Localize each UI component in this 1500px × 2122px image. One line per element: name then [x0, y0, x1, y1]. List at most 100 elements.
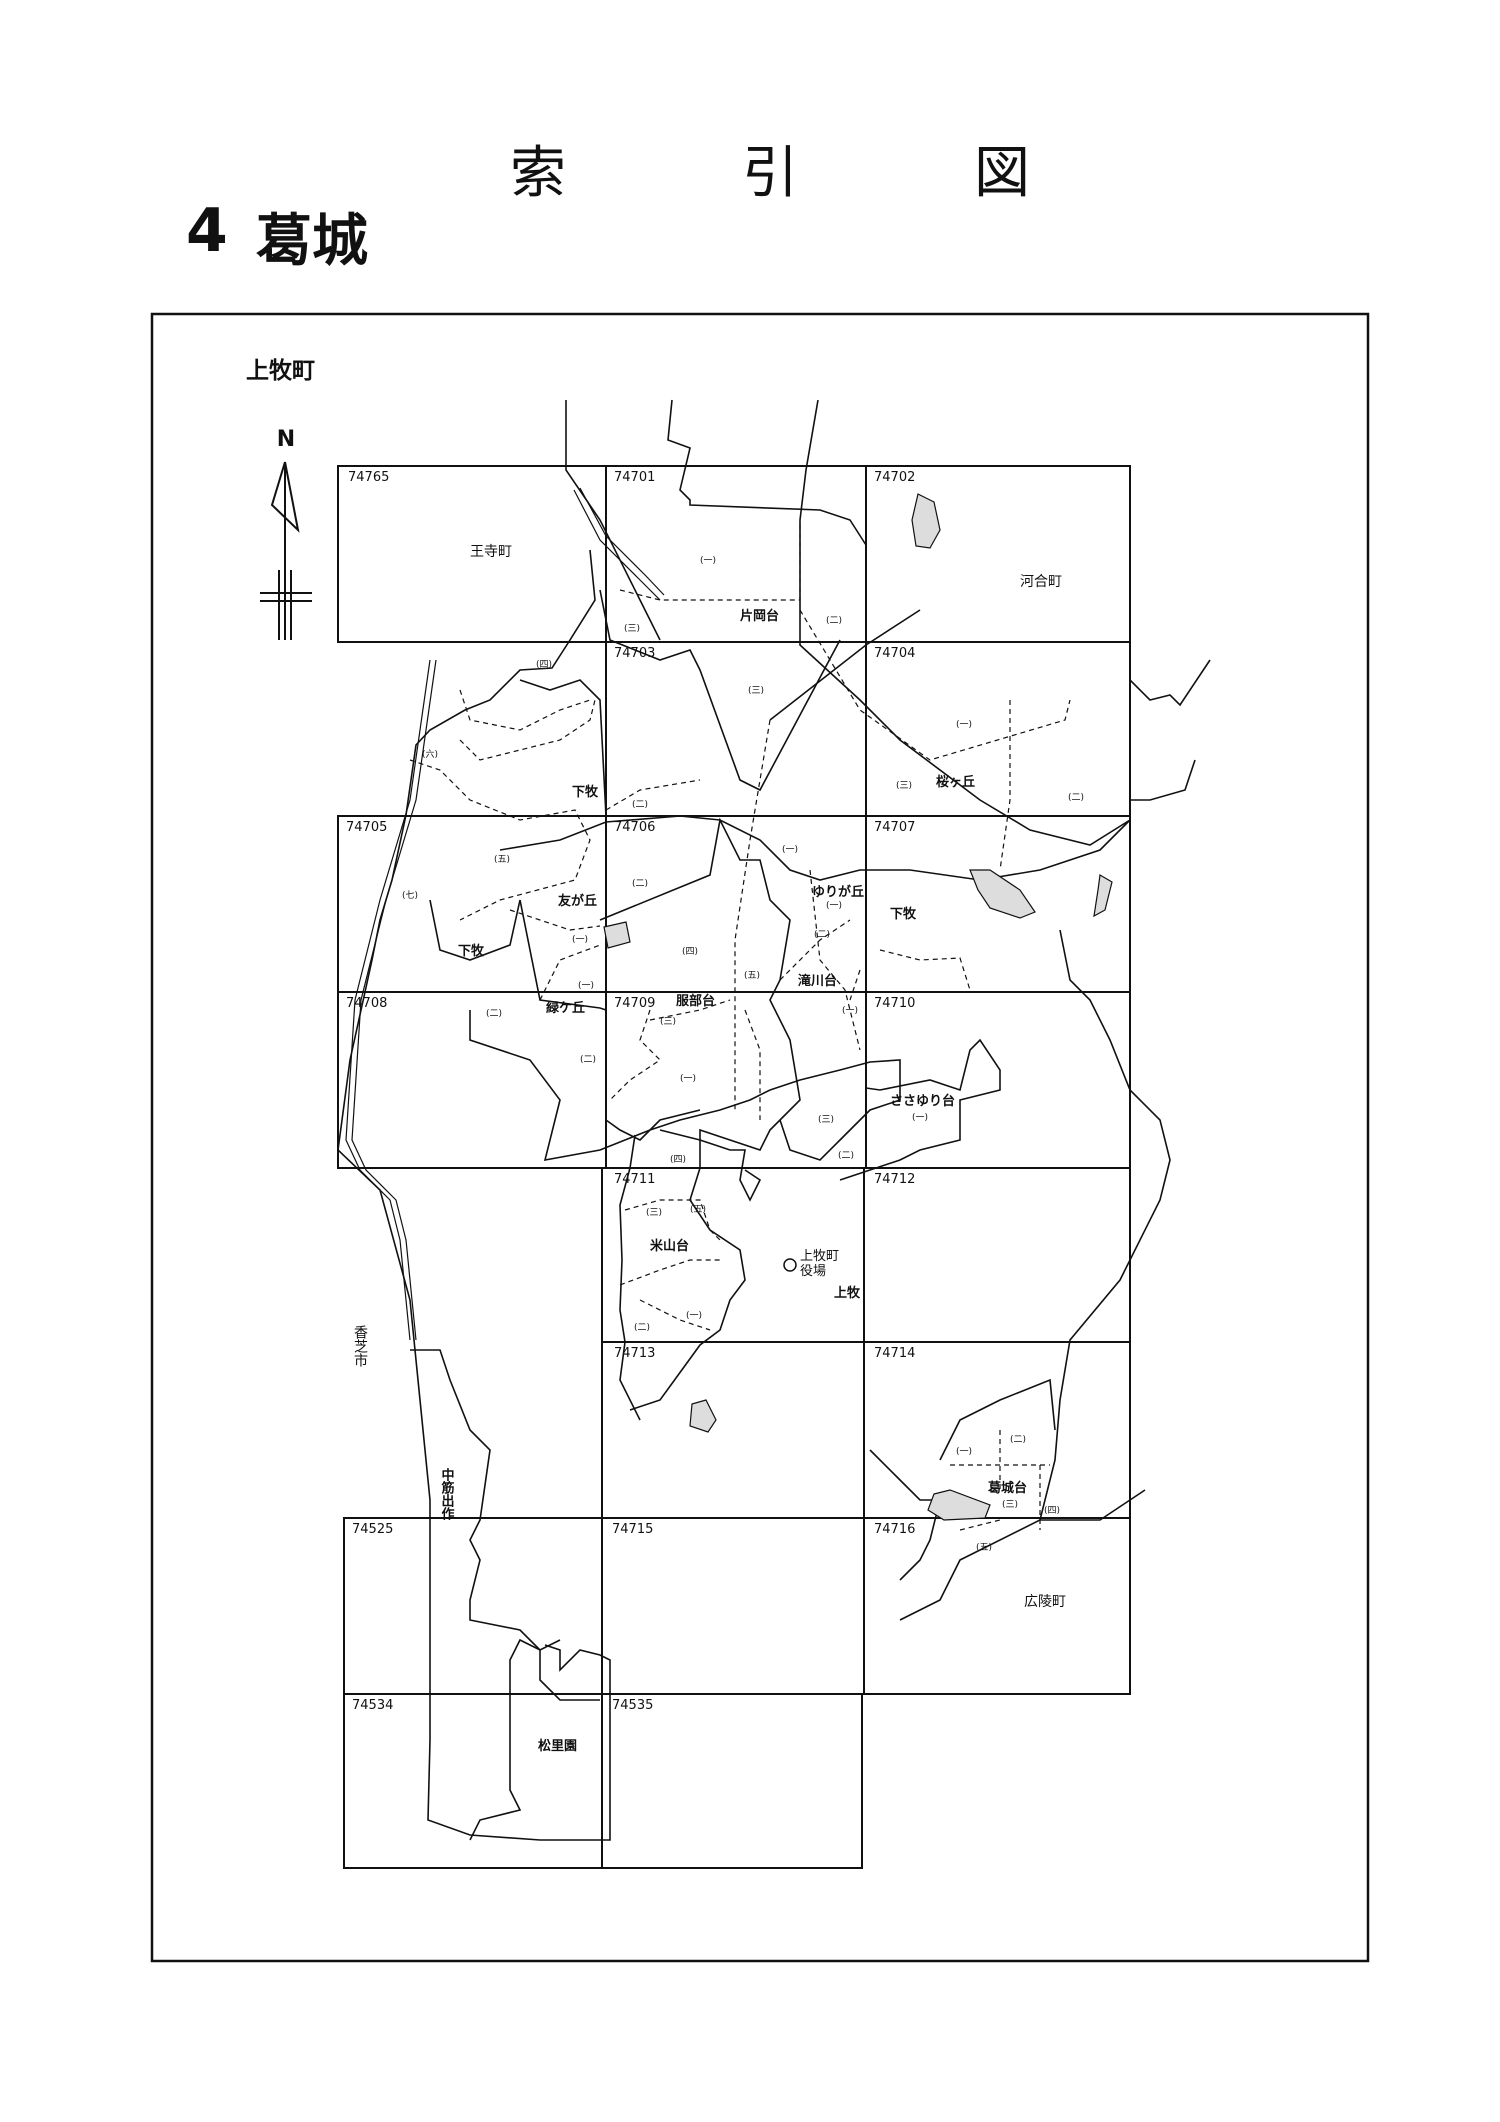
label-koryo-town: 広陵町: [1024, 1594, 1066, 1610]
chome-label: (七): [402, 890, 418, 901]
ponds: [603, 493, 1113, 1521]
chome-label: (三): [624, 624, 640, 634]
chome-label: (三): [646, 1208, 662, 1218]
label-shimomaki: 下牧: [572, 784, 599, 800]
label-oji-town: 王寺町: [470, 544, 512, 560]
title-char: 図: [974, 141, 1030, 206]
chome-label: (一): [680, 1074, 696, 1084]
label-shimomaki: 下牧: [458, 943, 485, 959]
title-char: 索: [510, 141, 566, 206]
section-name: 葛城: [256, 209, 368, 274]
chome-label: (一): [700, 556, 716, 566]
label-katsuragidai: 葛城台: [987, 1480, 1027, 1496]
chome-label: (二): [1068, 793, 1084, 803]
sheet-number: 74713: [614, 1346, 655, 1361]
chome-label: (二): [1010, 1435, 1026, 1445]
chome-label: (二): [632, 879, 648, 889]
sheet-number: 74711: [614, 1172, 655, 1187]
sheet-74715[interactable]: [601, 1517, 865, 1695]
label-kanmaki-town: 上牧町: [246, 357, 315, 384]
label-hattoridai: 服部台: [676, 993, 715, 1009]
sheet-74708[interactable]: [337, 991, 607, 1169]
title-char: 引: [742, 141, 798, 206]
page-title: 索 引 図: [510, 128, 1030, 209]
sheet-number: 74709: [614, 996, 655, 1011]
sheet-numbers: 74765 74701 74702 74703 74704 74705 7470…: [346, 470, 915, 1713]
sheet-74703[interactable]: [605, 641, 867, 817]
chome-label: (二): [838, 1151, 854, 1161]
chome-label: (三): [1002, 1500, 1018, 1510]
sheet-74535[interactable]: [601, 1693, 863, 1869]
compass-label: N: [277, 427, 295, 452]
chome-label: (一): [572, 935, 588, 945]
chome-boundaries: [409, 520, 1071, 1531]
sheet-74710[interactable]: [865, 991, 1131, 1169]
chome-label: (一): [956, 720, 972, 730]
sheet-number: 74712: [874, 1172, 915, 1187]
chome-label: (二): [580, 1055, 596, 1065]
chome-label: (五): [494, 855, 510, 865]
chome-label: (四): [670, 1155, 686, 1165]
pond-icon: [1093, 874, 1113, 918]
chome-labels: (一) (三) (二) (三) (一) (三) (二) (四) (六) (二) …: [402, 556, 1084, 1553]
sheet-74713[interactable]: [601, 1341, 865, 1519]
label-kawai-town: 河合町: [1020, 574, 1062, 590]
sheet-74716[interactable]: [863, 1517, 1131, 1695]
sheet-number: 74765: [348, 470, 389, 485]
chome-label: (五): [744, 971, 760, 981]
chome-label: (一): [578, 981, 594, 991]
north-arrow-icon: N: [260, 427, 312, 640]
sheet-number: 74701: [614, 470, 655, 485]
chome-label: (四): [536, 660, 552, 670]
chome-label: (一): [782, 845, 798, 855]
sheet-number: 74705: [346, 820, 387, 835]
chome-label: (一): [686, 1311, 702, 1321]
sheet-number: 74710: [874, 996, 915, 1011]
chome-label: (三): [896, 781, 912, 791]
sheet-number: 74716: [874, 1522, 915, 1537]
sheet-number: 74708: [346, 996, 387, 1011]
sheet-number: 74706: [614, 820, 655, 835]
label-midorigaoka: 緑ケ丘: [546, 1000, 585, 1016]
chome-label: (一): [912, 1113, 928, 1123]
pond-icon: [689, 1399, 717, 1433]
chome-label: (一): [956, 1447, 972, 1457]
label-yurigaoka: ゆりが丘: [812, 884, 864, 900]
sheet-74702[interactable]: [865, 465, 1131, 643]
sheet-74534[interactable]: [343, 1693, 603, 1869]
label-kataokadai: 片岡台: [740, 608, 779, 624]
chome-label: (三): [818, 1115, 834, 1125]
label-shimomaki: 下牧: [890, 906, 917, 922]
chome-label: (二): [486, 1009, 502, 1019]
pond-icon: [603, 921, 631, 949]
chome-label: (五): [976, 1543, 992, 1553]
label-town-office: 上牧町役場: [800, 1249, 839, 1279]
pond-icon: [911, 493, 941, 549]
sheet-number: 74704: [874, 646, 915, 661]
chome-label: (二): [826, 616, 842, 626]
sheet-number: 74535: [612, 1698, 653, 1713]
label-sakuragaoka: 桜ヶ丘: [936, 774, 975, 790]
area-labels: 上牧町 王寺町 河合町 片岡台 桜ヶ丘 下牧 友が丘 下牧 ゆりが丘 下牧 滝川…: [246, 357, 1066, 1754]
railway-line: [345, 487, 665, 1341]
sheet-number: 74703: [614, 646, 655, 661]
chome-label: (二): [634, 1323, 650, 1333]
town-office-icon: [783, 1258, 797, 1272]
chome-label: (四): [1044, 1506, 1060, 1516]
sheet-number: 74707: [874, 820, 915, 835]
chome-label: (四): [682, 947, 698, 957]
section-number: 4: [186, 196, 228, 266]
pond-icon: [927, 1489, 991, 1521]
map-border: [150, 312, 1370, 1963]
sheet-number: 74534: [352, 1698, 393, 1713]
label-shoriend: 松里園: [538, 1738, 577, 1754]
chome-label: (一): [826, 901, 842, 911]
label-kashiba-city: 香芝市: [352, 1325, 368, 1367]
label-kanmaki: 上牧: [834, 1285, 861, 1301]
sheet-number: 74714: [874, 1346, 915, 1361]
label-komeyamadai: 米山台: [650, 1238, 689, 1254]
chome-label: (五): [690, 1205, 706, 1215]
chome-label: (一): [842, 1006, 858, 1016]
label-sasayuridai: ささゆり台: [890, 1093, 955, 1109]
